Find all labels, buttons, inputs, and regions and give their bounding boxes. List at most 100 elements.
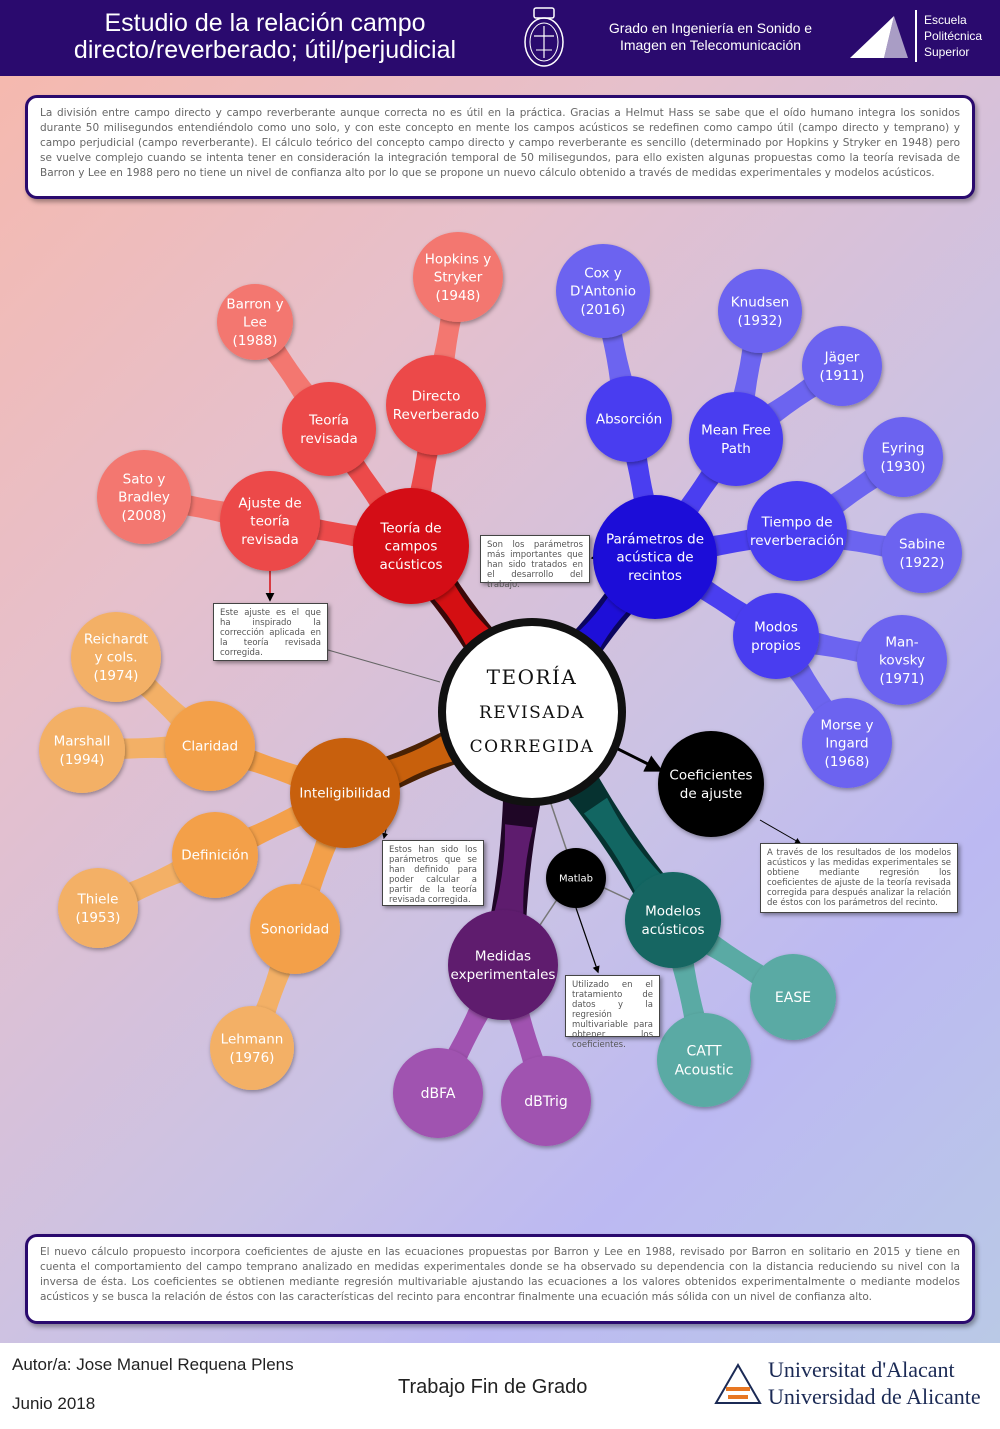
leader-ajuste-note bbox=[327, 649, 441, 683]
node-medidas-circle bbox=[448, 910, 558, 1020]
university-logo-icon bbox=[714, 1363, 762, 1404]
node-hopkins-label-2: (1948) bbox=[436, 288, 481, 304]
node-eyring-label-1: (1930) bbox=[881, 459, 926, 475]
node-eyring-circle bbox=[863, 417, 943, 497]
node-mankovsky-circle bbox=[857, 615, 947, 705]
node-marshall-circle bbox=[39, 707, 125, 793]
node-catt-label-0: CATT bbox=[686, 1043, 722, 1059]
node-modelos-circle bbox=[625, 872, 721, 968]
node-inteligibilidad-circle bbox=[290, 738, 400, 848]
node-modos-circle bbox=[733, 593, 819, 679]
node-sato-circle bbox=[97, 450, 191, 544]
node-ajuste-label-2: revisada bbox=[241, 532, 298, 548]
node-lehmann-label-1: (1976) bbox=[230, 1050, 275, 1066]
node-hopkins-label-0: Hopkins y bbox=[425, 252, 491, 268]
node-barron-lee-label-2: (1988) bbox=[233, 333, 278, 349]
node-modos-label-0: Modos bbox=[754, 620, 798, 636]
node-directo-reverberado-label-0: Directo bbox=[412, 389, 461, 405]
node-sato-label-0: Sato y bbox=[123, 472, 166, 488]
node-teoria-revisada-circle bbox=[282, 382, 376, 476]
node-catt-circle bbox=[657, 1013, 751, 1107]
intro-paragraph: La división entre campo directo y campo … bbox=[40, 107, 960, 179]
university-name-ca: Universitat d'Alacant bbox=[768, 1357, 955, 1382]
node-teoria-campos-label-0: Teoría de bbox=[379, 521, 441, 537]
node-barron-lee-label-1: Lee bbox=[243, 315, 267, 331]
node-modelos-label-0: Modelos bbox=[645, 904, 701, 920]
node-morse-label-2: (1968) bbox=[825, 754, 870, 770]
node-eyring-label-0: Eyring bbox=[882, 441, 925, 457]
node-directo-reverberado-label-1: Reverberado bbox=[393, 407, 479, 423]
node-modelos-label-1: acústicos bbox=[641, 922, 704, 938]
node-sabine-label-0: Sabine bbox=[899, 537, 945, 553]
header-bar: Estudio de la relación campo directo/rev… bbox=[0, 0, 1000, 76]
node-sabine-circle bbox=[882, 513, 962, 593]
node-claridad: Claridad bbox=[165, 701, 255, 791]
node-thiele-label-0: Thiele bbox=[77, 892, 119, 908]
node-sato-label-1: Bradley bbox=[118, 490, 170, 506]
node-parametros-circle bbox=[593, 495, 717, 619]
node-cox: Cox yD'Antonio(2016) bbox=[556, 244, 650, 338]
note-inteligibilidad: Estos han sido los parámetros que se han… bbox=[382, 840, 484, 906]
node-hopkins-circle bbox=[413, 232, 503, 322]
note-matlab: Utilizado en el tratamiento de datos y l… bbox=[565, 975, 660, 1050]
node-marshall-label-0: Marshall bbox=[54, 734, 111, 750]
node-teoria-campos-circle bbox=[353, 488, 469, 604]
note-coeficientes-text: A través de los resultados de los modelo… bbox=[767, 848, 951, 908]
node-ease: EASE bbox=[750, 954, 836, 1040]
node-mfp-circle bbox=[689, 392, 783, 486]
node-dbtrig: dBTrig bbox=[501, 1056, 591, 1146]
node-parametros-label-2: recintos bbox=[628, 568, 682, 584]
conclusion-text: El nuevo cálculo propuesto incorpora coe… bbox=[25, 1234, 975, 1324]
degree-name: Grado en Ingeniería en Sonido e Imagen e… bbox=[608, 20, 813, 53]
node-sonoridad-label-0: Sonoridad bbox=[261, 922, 329, 938]
node-hopkins-label-1: Stryker bbox=[434, 270, 483, 286]
node-ease-circle bbox=[750, 954, 836, 1040]
node-absorcion-label-0: Absorción bbox=[596, 412, 662, 428]
node-jager: Jäger(1911) bbox=[802, 326, 882, 406]
node-absorcion: Absorción bbox=[586, 376, 672, 462]
node-definicion-label-0: Definición bbox=[181, 848, 249, 864]
node-knudsen-label-1: (1932) bbox=[738, 313, 783, 329]
node-hopkins: Hopkins y Stryker (1948) bbox=[413, 232, 503, 322]
node-marshall-label-1: (1994) bbox=[60, 752, 105, 768]
node-barron-lee-label-0: Barron y bbox=[226, 297, 283, 313]
node-coeficientes-circle bbox=[658, 731, 764, 837]
node-mankovsky-label-2: (1971) bbox=[880, 671, 925, 687]
node-mfp-label-1: Path bbox=[721, 441, 751, 457]
center-node-label-2: CORREGIDA bbox=[470, 737, 595, 757]
node-marshall: Marshall (1994) bbox=[39, 707, 125, 793]
university-seal-icon bbox=[524, 7, 564, 67]
node-cox-label-1: D'Antonio bbox=[570, 284, 636, 300]
node-teoria-campos-label-2: acústicos bbox=[379, 557, 442, 573]
conclusion-paragraph: El nuevo cálculo propuesto incorpora coe… bbox=[40, 1246, 960, 1303]
node-definicion: Definición bbox=[172, 812, 258, 898]
node-modos-label-1: propios bbox=[751, 638, 801, 654]
node-eyring: Eyring (1930) bbox=[863, 417, 943, 497]
node-jager-label-0: Jäger bbox=[824, 350, 860, 366]
node-cox-label-0: Cox y bbox=[584, 266, 622, 282]
node-teoria-revisada-label-0: Teoría bbox=[308, 413, 349, 429]
node-tiempo-circle bbox=[747, 481, 847, 581]
date: Junio 2018 bbox=[12, 1394, 96, 1413]
node-knudsen-circle bbox=[718, 269, 802, 353]
footer: Autor/a: Jose Manuel Requena Plens Junio… bbox=[0, 1343, 1000, 1429]
note-inteligibilidad-text: Estos han sido los parámetros que se han… bbox=[389, 845, 477, 905]
node-matlab-label-0: Matlab bbox=[559, 874, 593, 885]
node-catt: CATT Acoustic bbox=[657, 1013, 751, 1107]
note-coeficientes: A través de los resultados de los modelo… bbox=[760, 843, 958, 913]
node-catt-label-1: Acoustic bbox=[675, 1062, 734, 1078]
node-sonoridad-circle bbox=[250, 884, 340, 974]
node-sonoridad: Sonoridad bbox=[250, 884, 340, 974]
node-reichardt-label-1: y cols. bbox=[94, 650, 137, 666]
node-reichardt-label-0: Reichardt bbox=[84, 632, 148, 648]
node-dbfa-circle bbox=[393, 1048, 483, 1138]
node-ajuste-circle bbox=[220, 471, 320, 571]
